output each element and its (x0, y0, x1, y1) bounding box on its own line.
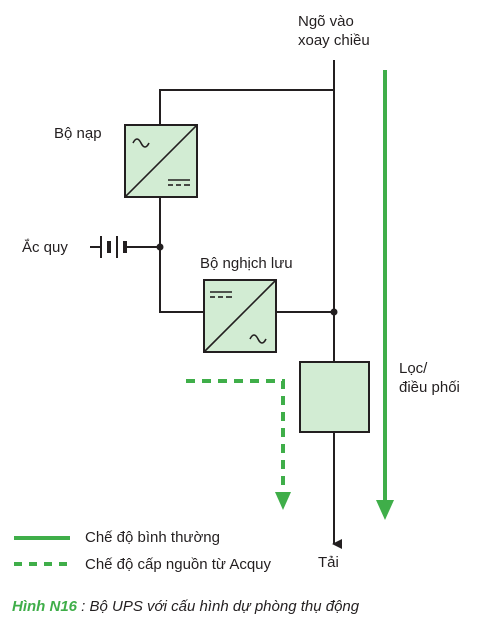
charger-feed-wire (159, 89, 334, 125)
dc-bus-wire (159, 197, 204, 313)
ac-input-label-line2: xoay chiều (298, 32, 370, 49)
filter-label-line2: điều phối (399, 379, 460, 396)
filter-label: Lọc/ (399, 360, 428, 377)
output-junction-dot (330, 308, 338, 316)
charger-box (124, 124, 198, 198)
load-label: Tải (318, 554, 339, 571)
battery-icon (90, 236, 160, 258)
ac-sine-icon (132, 138, 150, 148)
filter-conditioner-box (299, 361, 370, 433)
inverter-label: Bộ nghịch lưu (200, 255, 293, 272)
battery-mode-path-arrow (186, 379, 291, 510)
dc-symbol-icon (210, 291, 232, 298)
normal-mode-path-arrow (376, 70, 394, 520)
figure-caption: Hình N16 : Bộ UPS với cấu hình dự phòng … (12, 598, 359, 615)
legend-battery-mode-label: Chế độ cấp nguồn từ Acquy (85, 556, 272, 573)
battery-label: Ắc quy (22, 239, 68, 256)
figure-number: Hình N16 (12, 598, 78, 615)
caption-text: : Bộ UPS với cấu hình dự phòng thụ động (77, 598, 360, 615)
inverter-box (203, 279, 277, 353)
dc-symbol-icon (168, 179, 190, 186)
ac-sine-icon (249, 334, 267, 344)
legend-normal-mode-label: Chế độ bình thường (85, 529, 220, 546)
charger-label: Bộ nạp (54, 125, 102, 142)
ac-input-label: Ngõ vào (298, 13, 354, 30)
